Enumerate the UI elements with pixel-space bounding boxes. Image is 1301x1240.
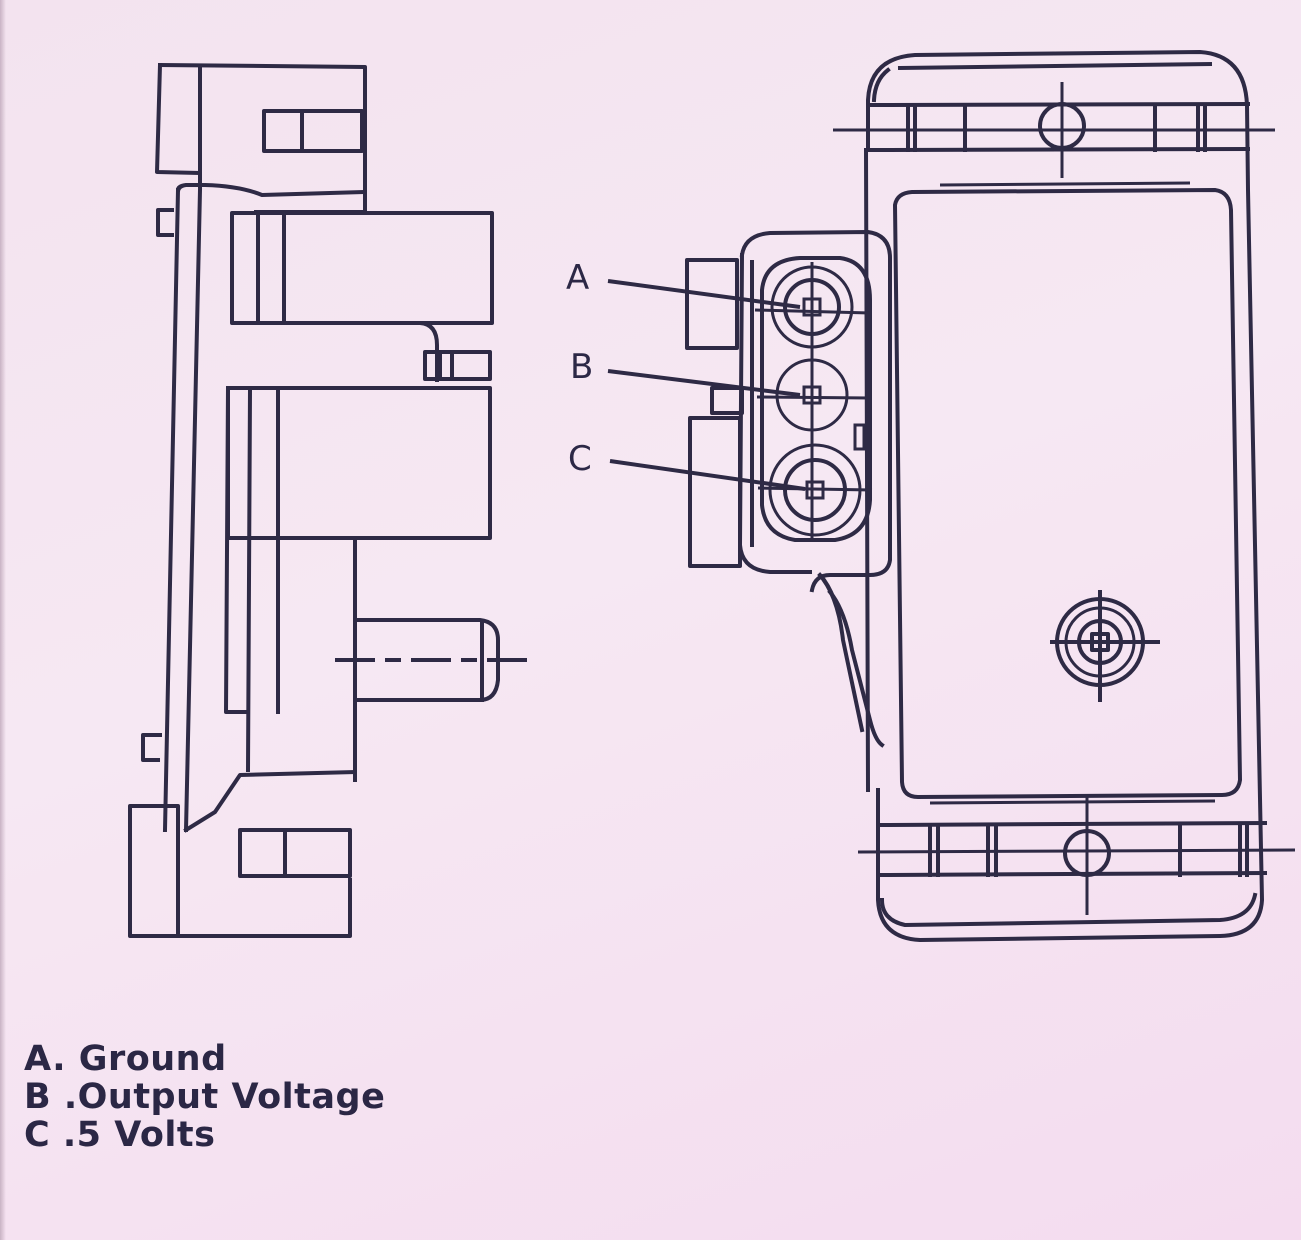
legend-item-ground: A. Ground (24, 1039, 227, 1079)
front-view (607, 50, 1296, 942)
pin-a-leader-line (607, 279, 801, 309)
pin-c-leader-line (609, 459, 806, 491)
pin-label-a: A (566, 258, 590, 298)
port-target-symbol (1050, 590, 1160, 702)
pin-label-c: C (568, 439, 592, 479)
legend-item-5-volts: C .5 Volts (24, 1115, 216, 1155)
pinout-legend: A. Ground B .Output Voltage C .5 Volts (24, 1040, 385, 1154)
paper-edge-shadow (0, 0, 6, 1240)
pin-b-leader-line (607, 369, 801, 397)
pin-label-b: B (570, 347, 594, 387)
legend-item-output-voltage: B .Output Voltage (24, 1077, 386, 1117)
side-view (128, 62, 530, 938)
